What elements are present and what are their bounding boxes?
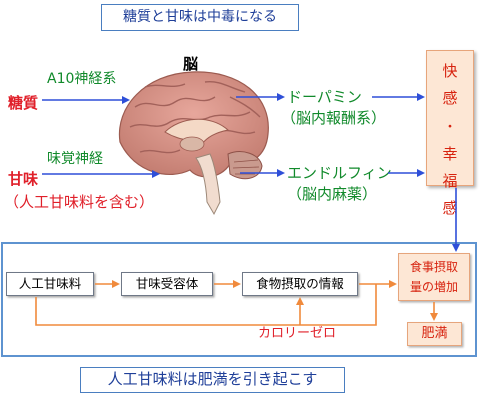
pleasure-happiness-box: 快 感 ・ 幸 福 感 xyxy=(426,50,474,217)
endorphin-sub-label: （脳内麻薬） xyxy=(287,185,378,203)
sweet-receptor-box: 甘味受容体 xyxy=(121,272,213,296)
side-char-4: 幸 xyxy=(442,145,458,163)
artificial-sweetener-box: 人工甘味料 xyxy=(6,272,94,296)
food-intake-increase-box: 食事摂取 量の増加 xyxy=(398,253,470,301)
side-char-3: ・ xyxy=(443,120,457,135)
side-char-6: 感 xyxy=(442,199,458,217)
endorphin-label: エンドルフィン xyxy=(287,164,392,182)
food-line-1: 食事摂取 xyxy=(409,260,458,274)
calorie-zero-label: カロリーゼロ xyxy=(258,326,337,341)
side-char-5: 福 xyxy=(442,172,458,190)
sugar-label: 糖質 xyxy=(8,94,39,112)
conclusion-box: 人工甘味料は肥満を引き起こす xyxy=(80,367,345,393)
side-char-1: 快 xyxy=(442,62,458,80)
food-intake-info-box: 食物摂取の情報 xyxy=(242,272,358,296)
title-box: 糖質と甘味は中毒になる xyxy=(101,4,299,31)
brain-illustration xyxy=(118,71,269,216)
dopamine-label: ドーパミン xyxy=(287,88,362,106)
dopamine-sub-label: （脳内報酬系） xyxy=(281,109,387,127)
side-char-2: 感 xyxy=(442,89,458,107)
food-line-2: 量の増加 xyxy=(409,280,458,294)
sweet-label: 甘味 xyxy=(8,170,39,188)
sweet-note-label: （人工甘味料を含む） xyxy=(4,193,155,211)
brain-label: 脳 xyxy=(183,55,199,73)
obesity-box: 肥満 xyxy=(407,322,462,346)
taste-nerve-label: 味覚神経 xyxy=(47,151,103,167)
a10-label: A10神経系 xyxy=(47,71,117,87)
